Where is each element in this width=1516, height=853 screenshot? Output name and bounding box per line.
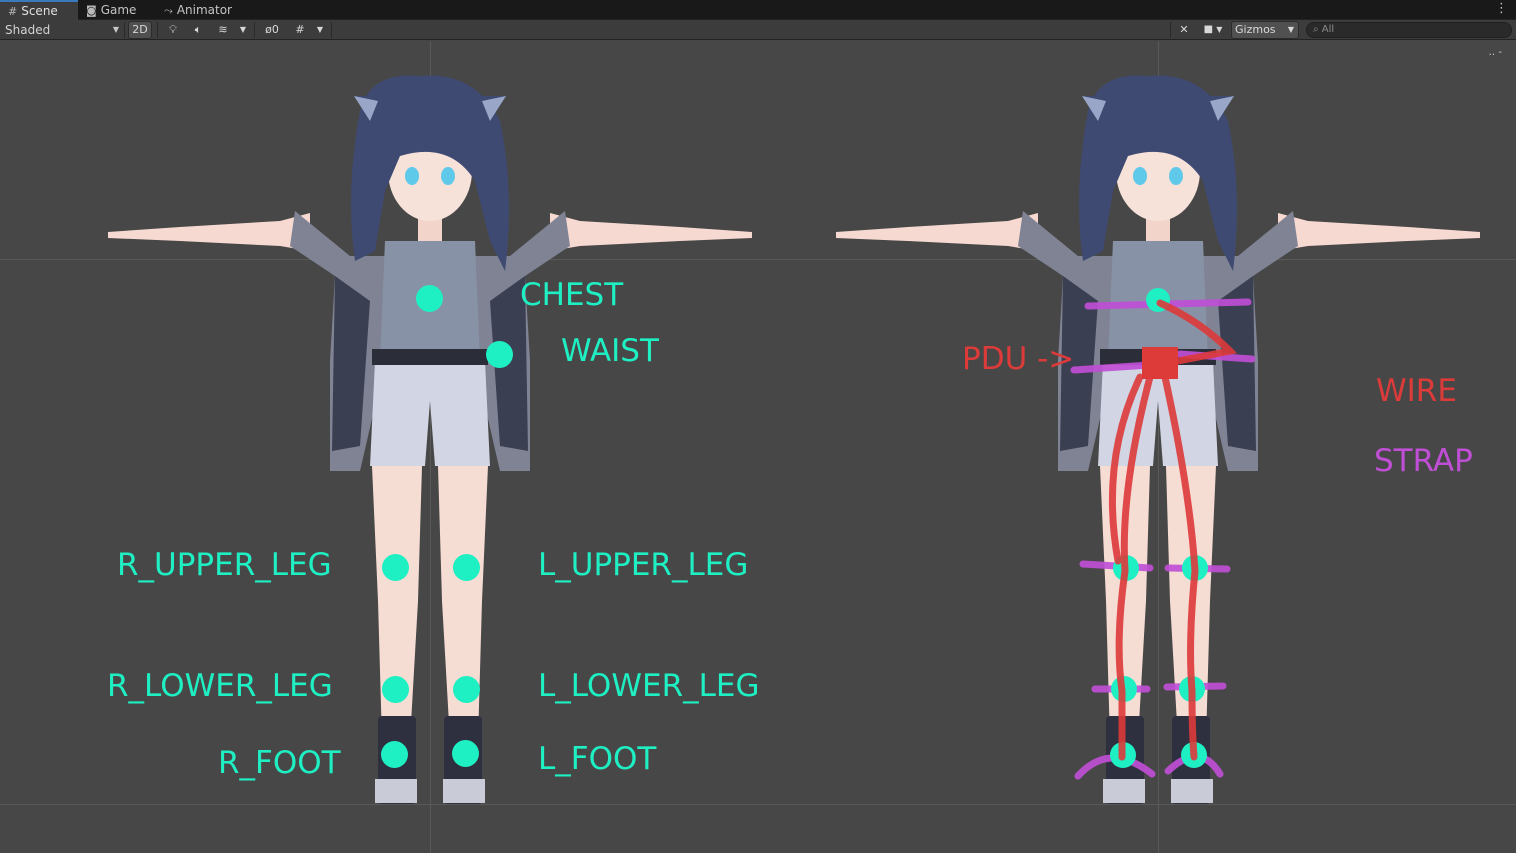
r-foot-tracker-dot (381, 741, 408, 768)
label-pdu: PDU -> (962, 341, 1075, 377)
tab-scene-label: Scene (21, 4, 58, 18)
grid-icon: # (8, 5, 18, 18)
r-lower-leg-tracker-dot (382, 676, 409, 703)
l-foot-tracker-dot (452, 740, 479, 767)
tab-game-label: Game (100, 3, 137, 17)
mode-2d-toggle[interactable]: 2D (128, 21, 152, 39)
editor-tab-bar: #Scene ◙Game ⤳Animator ⋮ (0, 0, 1516, 20)
divider (331, 22, 332, 38)
divider (124, 22, 125, 38)
shading-mode-dropdown[interactable]: Shaded ▼ (0, 21, 122, 39)
gizmos-dropdown[interactable]: Gizmos ▼ (1231, 21, 1299, 39)
kebab-menu-icon[interactable]: ⋮ (1495, 1, 1508, 16)
eye-slash-icon: ø (265, 23, 272, 36)
divider (157, 22, 158, 38)
lightbulb-icon: 💡︎ (169, 23, 177, 36)
label-wire: WIRE (1376, 373, 1457, 409)
grid-icon: # (295, 23, 305, 36)
gamepad-icon: ◙ (86, 4, 97, 17)
pdu-box (1142, 347, 1178, 379)
search-placeholder: All (1321, 24, 1335, 35)
tab-game[interactable]: ◙Game (78, 0, 156, 20)
grid-line (1158, 41, 1159, 853)
grid-dropdown[interactable]: ▼ (313, 21, 327, 39)
label-r-foot: R_FOOT (218, 745, 341, 781)
waist-tracker-dot (486, 341, 513, 368)
scene-toolbar: Shaded ▼ 2D 💡︎ 🔈︎ ≋ ▼ ø0 # ▼ ✕ ■ ▼ Gizmo… (0, 20, 1516, 40)
audio-toggle[interactable]: 🔈︎ (187, 21, 209, 39)
effects-toggle[interactable]: ≋ (212, 21, 234, 39)
animator-icon: ⤳ (164, 4, 173, 17)
chevron-down-icon: ▼ (1216, 25, 1223, 34)
l-lower-leg-tracker-dot (453, 676, 480, 703)
chevron-down-icon: ▼ (316, 25, 324, 34)
chevron-down-icon: ▼ (1287, 25, 1294, 34)
chevron-down-icon: ▼ (239, 25, 247, 34)
camera-dropdown[interactable]: ■ ▼ (1198, 21, 1228, 39)
search-input[interactable]: ⌕ All (1306, 22, 1512, 38)
scene-viewport[interactable]: ‥ ‐ (0, 41, 1516, 853)
speaker-icon: 🔈︎ (194, 23, 202, 36)
wrench-icon: ✕ (1179, 23, 1189, 36)
hidden-count: 0 (271, 23, 279, 36)
grid-line (430, 41, 431, 853)
l-upper-leg-tracker-dot (453, 554, 480, 581)
hidden-objects-toggle[interactable]: ø0 (258, 21, 286, 39)
effects-dropdown[interactable]: ▼ (236, 21, 250, 39)
lighting-toggle[interactable]: 💡︎ (162, 21, 184, 39)
shading-mode-value: Shaded (5, 23, 51, 37)
label-r-upper-leg: R_UPPER_LEG (117, 547, 332, 583)
grid-toggle[interactable]: # (289, 21, 311, 39)
viewport-overlay-icon[interactable]: ‥ ‐ (1488, 47, 1502, 58)
gizmos-label: Gizmos (1235, 23, 1276, 36)
search-icon: ⌕ (1313, 24, 1322, 35)
layers-icon: ≋ (218, 23, 228, 36)
label-waist: WAIST (561, 333, 659, 369)
chest-tracker-dot (416, 285, 443, 312)
wire-lines (1108, 299, 1238, 761)
tools-button[interactable]: ✕ (1173, 21, 1195, 39)
divider (254, 22, 255, 38)
tab-animator-label: Animator (176, 3, 232, 17)
tab-scene[interactable]: #Scene (0, 0, 78, 20)
label-strap: STRAP (1374, 443, 1473, 479)
avatar-models (108, 75, 1480, 804)
camera-icon: ■ (1203, 24, 1214, 35)
divider (1170, 22, 1171, 38)
r-upper-leg-tracker-dot (382, 554, 409, 581)
grid-line (0, 259, 1516, 260)
label-r-lower-leg: R_LOWER_LEG (107, 668, 333, 704)
grid-line (0, 804, 1516, 805)
label-chest: CHEST (520, 277, 624, 313)
label-l-upper-leg: L_UPPER_LEG (538, 547, 749, 583)
label-l-foot: L_FOOT (538, 741, 657, 777)
tab-animator[interactable]: ⤳Animator (156, 0, 256, 20)
avatar-right (836, 75, 1480, 804)
label-l-lower-leg: L_LOWER_LEG (538, 668, 760, 704)
chevron-down-icon: ▼ (112, 25, 119, 34)
